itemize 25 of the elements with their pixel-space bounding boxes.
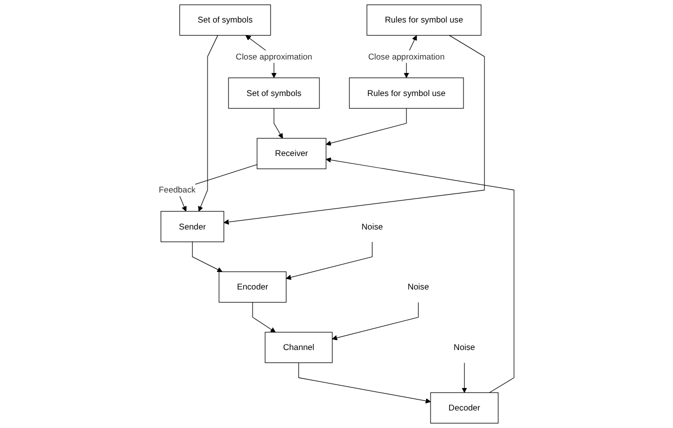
node-box: Set of symbols (180, 4, 271, 36)
node-text: Noise (362, 221, 384, 232)
node-text: Noise (454, 342, 476, 352)
arrow (332, 302, 419, 340)
node-box: Decoder (430, 392, 499, 424)
node-box: Rules for symbol use (349, 78, 464, 109)
edge-label: Close approximation (368, 51, 445, 62)
edge-label: Close approximation (236, 51, 312, 62)
node-box: Set of symbols (228, 78, 320, 109)
arrow (462, 362, 468, 393)
node-box: Receiver (256, 138, 326, 170)
arrow (326, 108, 407, 146)
edge-label: Feedback (158, 184, 196, 195)
node-text: Noise (408, 282, 430, 292)
node-box: Sender (160, 211, 224, 242)
arrow (286, 242, 373, 280)
arrow (298, 362, 431, 404)
arrow (198, 35, 218, 212)
arrow (326, 157, 514, 393)
node-box: Channel (264, 332, 333, 364)
node-box: Rules for symbol use (366, 4, 482, 36)
arrow (252, 302, 276, 332)
node-box: Encoder (218, 271, 287, 303)
arrow (192, 242, 223, 272)
arrow (274, 108, 283, 138)
